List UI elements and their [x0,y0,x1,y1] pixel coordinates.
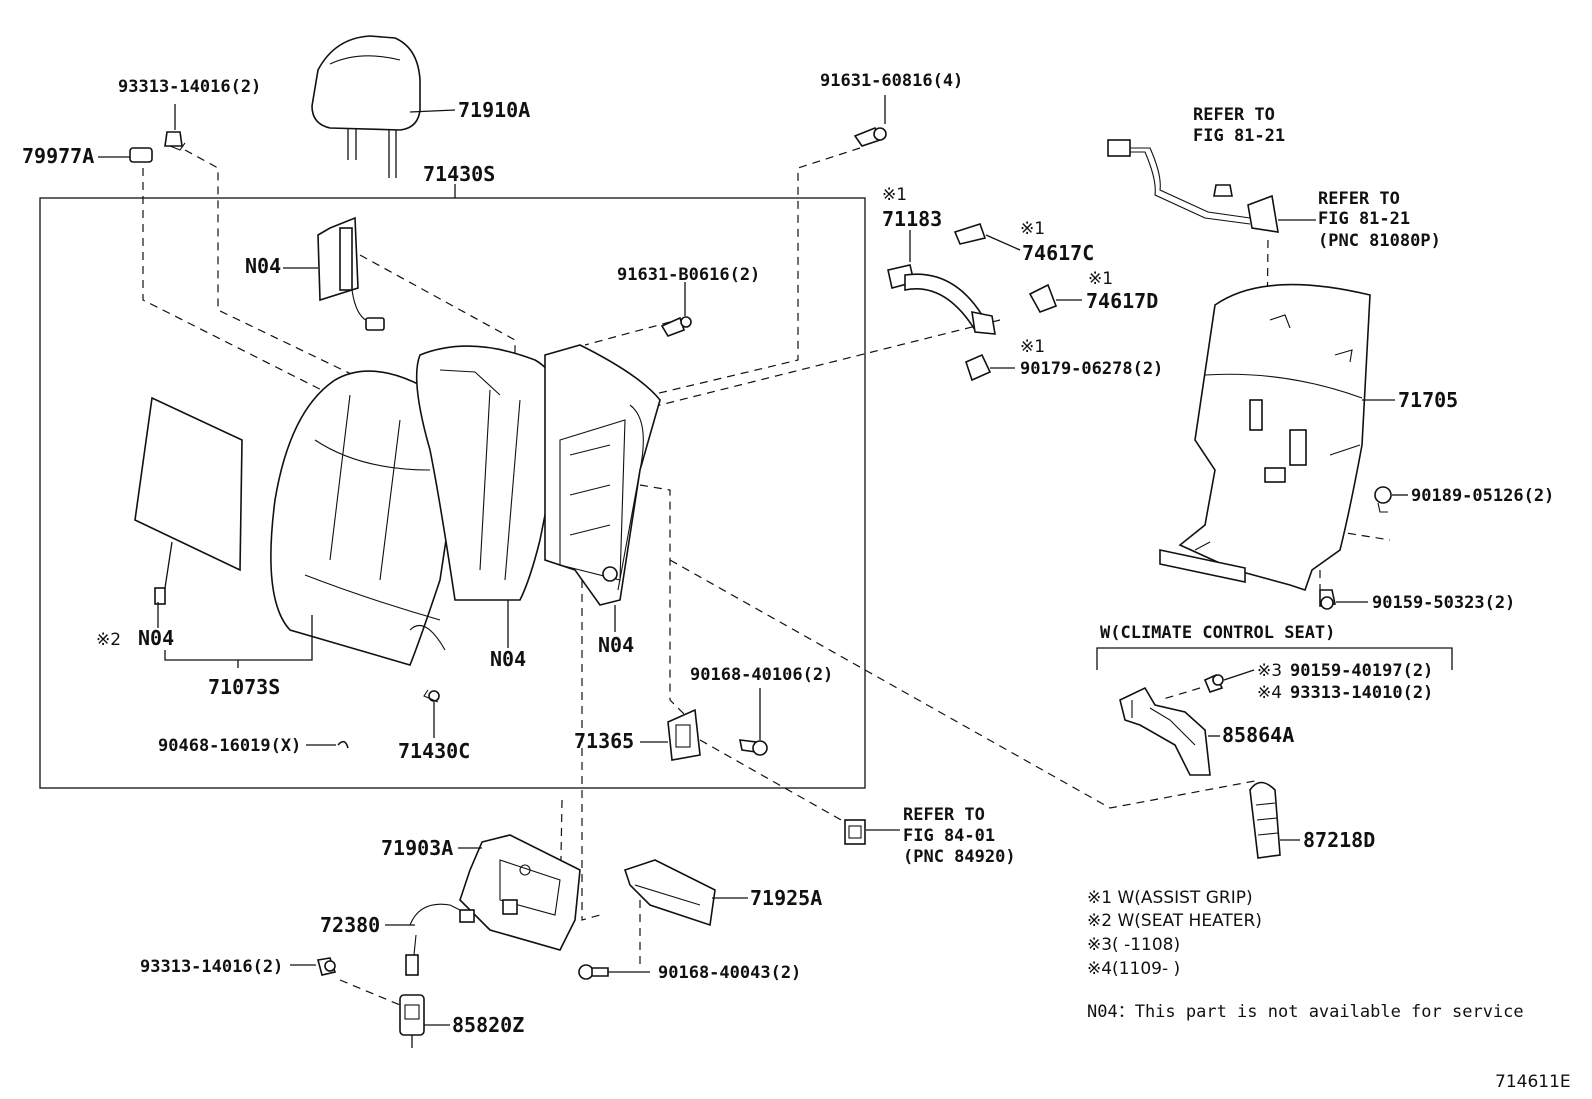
label-71183[interactable]: 71183 [882,207,942,231]
note-1: ※1 W(ASSIST GRIP) [1087,888,1253,908]
clip-71430C[interactable] [423,689,440,738]
label-85820Z[interactable]: 85820Z [452,1013,524,1037]
seat-back-frame-N04 [544,344,661,632]
refer-to-84-01-pnc[interactable]: (PNC 84920) [903,847,1016,867]
refer-to-84-01[interactable]: REFER TO [903,805,985,825]
marker-3: ※3 [1257,661,1282,681]
part-labels: 93313-14016(2) 79977A 71910A 91631-60816… [22,71,1554,1037]
climate-control-group [1096,647,1453,670]
refer-to-81-21-b-pnc[interactable]: (PNC 81080P) [1318,231,1441,251]
label-90159-40197[interactable]: 90159-40197(2) [1290,661,1433,681]
air-duct-85864A[interactable] [1119,686,1220,776]
air-duct-87218D[interactable] [1249,781,1300,859]
label-87218D[interactable]: 87218D [1303,828,1375,852]
label-90189-05126[interactable]: 90189-05126(2) [1411,486,1554,506]
refer-to-81-21-a-fig[interactable]: FIG 81-21 [1193,126,1285,146]
label-90168-40106[interactable]: 90168-40106(2) [690,665,833,685]
sensor-85820Z[interactable] [399,994,450,1048]
wire-72380[interactable] [385,903,475,976]
screw-90159-40197[interactable] [1203,669,1255,693]
bolt-91631-60816[interactable] [853,95,887,147]
bracket-71925A[interactable] [623,859,748,927]
clip-90468-16019[interactable] [306,740,349,749]
seat-back-board-71705[interactable] [1159,283,1395,592]
label-90468-16019[interactable]: 90468-16019(X) [158,736,301,756]
assembly-frame-71430S [39,197,866,789]
label-91631-B0616[interactable]: 91631-B0616(2) [617,265,760,285]
clip-90179-06278[interactable] [965,353,1015,382]
label-71073S[interactable]: 71073S [208,675,280,699]
diagram-id: 714611E [1495,1072,1571,1092]
label-90159-50323[interactable]: 90159-50323(2) [1372,593,1515,613]
refer-to-81-21-b-fig[interactable]: FIG 81-21 [1318,209,1410,229]
clip-90189-05126[interactable] [1374,486,1408,513]
assist-grip-71183[interactable] [887,230,996,335]
marker-1-90179: ※1 [1020,337,1045,357]
label-72380[interactable]: 72380 [320,913,380,937]
cap-79977A[interactable] [98,147,153,163]
bracket-71365[interactable] [640,708,701,761]
screw-93313-14016-top[interactable] [164,104,186,151]
marker-1-71183: ※1 [882,185,907,205]
connector-refer-84-01 [844,819,900,845]
label-N04-top: N04 [245,254,281,278]
label-climate-control-seat: W(CLIMATE CONTROL SEAT) [1100,623,1335,643]
marker-1-74617D: ※1 [1088,269,1113,289]
marker-4: ※4 [1257,683,1282,703]
label-71925A[interactable]: 71925A [750,886,822,910]
label-79977A[interactable]: 79977A [22,144,94,168]
label-93313-14016-top[interactable]: 93313-14016(2) [118,77,261,97]
headrest-71910A[interactable] [311,35,456,178]
label-90179-06278[interactable]: 90179-06278(2) [1020,359,1163,379]
label-90168-40043[interactable]: 90168-40043(2) [658,963,801,983]
screw-90168-40043[interactable] [578,964,650,980]
seat-back-pad-N04 [415,345,563,648]
note-n04: N04：This part is not available for servi… [1087,1002,1524,1022]
seat-heater-mat-N04 [134,396,243,628]
label-71430S[interactable]: 71430S [423,162,495,186]
marker-2: ※2 [96,630,121,650]
note-2: ※2 W(SEAT HEATER) [1087,911,1262,931]
screw-93313-14016-bottom[interactable] [290,957,337,976]
screw-90168-40106[interactable] [738,688,768,756]
module-71903A[interactable] [458,834,581,951]
marker-1-74617C: ※1 [1020,219,1045,239]
cover-74617C[interactable] [953,223,1021,251]
note-4: ※4(1109- ) [1087,959,1180,979]
refer-to-81-21-b[interactable]: REFER TO [1318,189,1400,209]
bolt-91631-B0616[interactable] [660,282,692,337]
label-N04-frame: N04 [598,633,634,657]
label-93313-14016-bottom[interactable]: 93313-14016(2) [140,957,283,977]
label-N04-heater: N04 [138,626,174,650]
label-71910A[interactable]: 71910A [458,98,530,122]
label-74617C[interactable]: 74617C [1022,241,1094,265]
screw-90159-50323[interactable] [1319,589,1368,610]
label-71365[interactable]: 71365 [574,729,634,753]
label-71903A[interactable]: 71903A [381,836,453,860]
label-85864A[interactable]: 85864A [1222,723,1294,747]
heater-module-N04-top [283,216,385,331]
refer-to-81-21-a[interactable]: REFER TO [1193,105,1275,125]
label-93313-14010[interactable]: 93313-14010(2) [1290,683,1433,703]
label-91631-60816[interactable]: 91631-60816(4) [820,71,963,91]
cover-74617D[interactable] [1028,283,1082,313]
legend-notes: ※1 W(ASSIST GRIP) ※2 W(SEAT HEATER) ※3( … [1087,888,1524,1022]
label-74617D[interactable]: 74617D [1086,289,1158,313]
label-71705[interactable]: 71705 [1398,388,1458,412]
refer-to-84-01-fig[interactable]: FIG 84-01 [903,826,995,846]
wire-harness-refer-81-21 [1107,139,1316,233]
label-N04-pad: N04 [490,647,526,671]
label-71430C[interactable]: 71430C [398,739,470,763]
note-3: ※3( -1108) [1087,935,1180,955]
